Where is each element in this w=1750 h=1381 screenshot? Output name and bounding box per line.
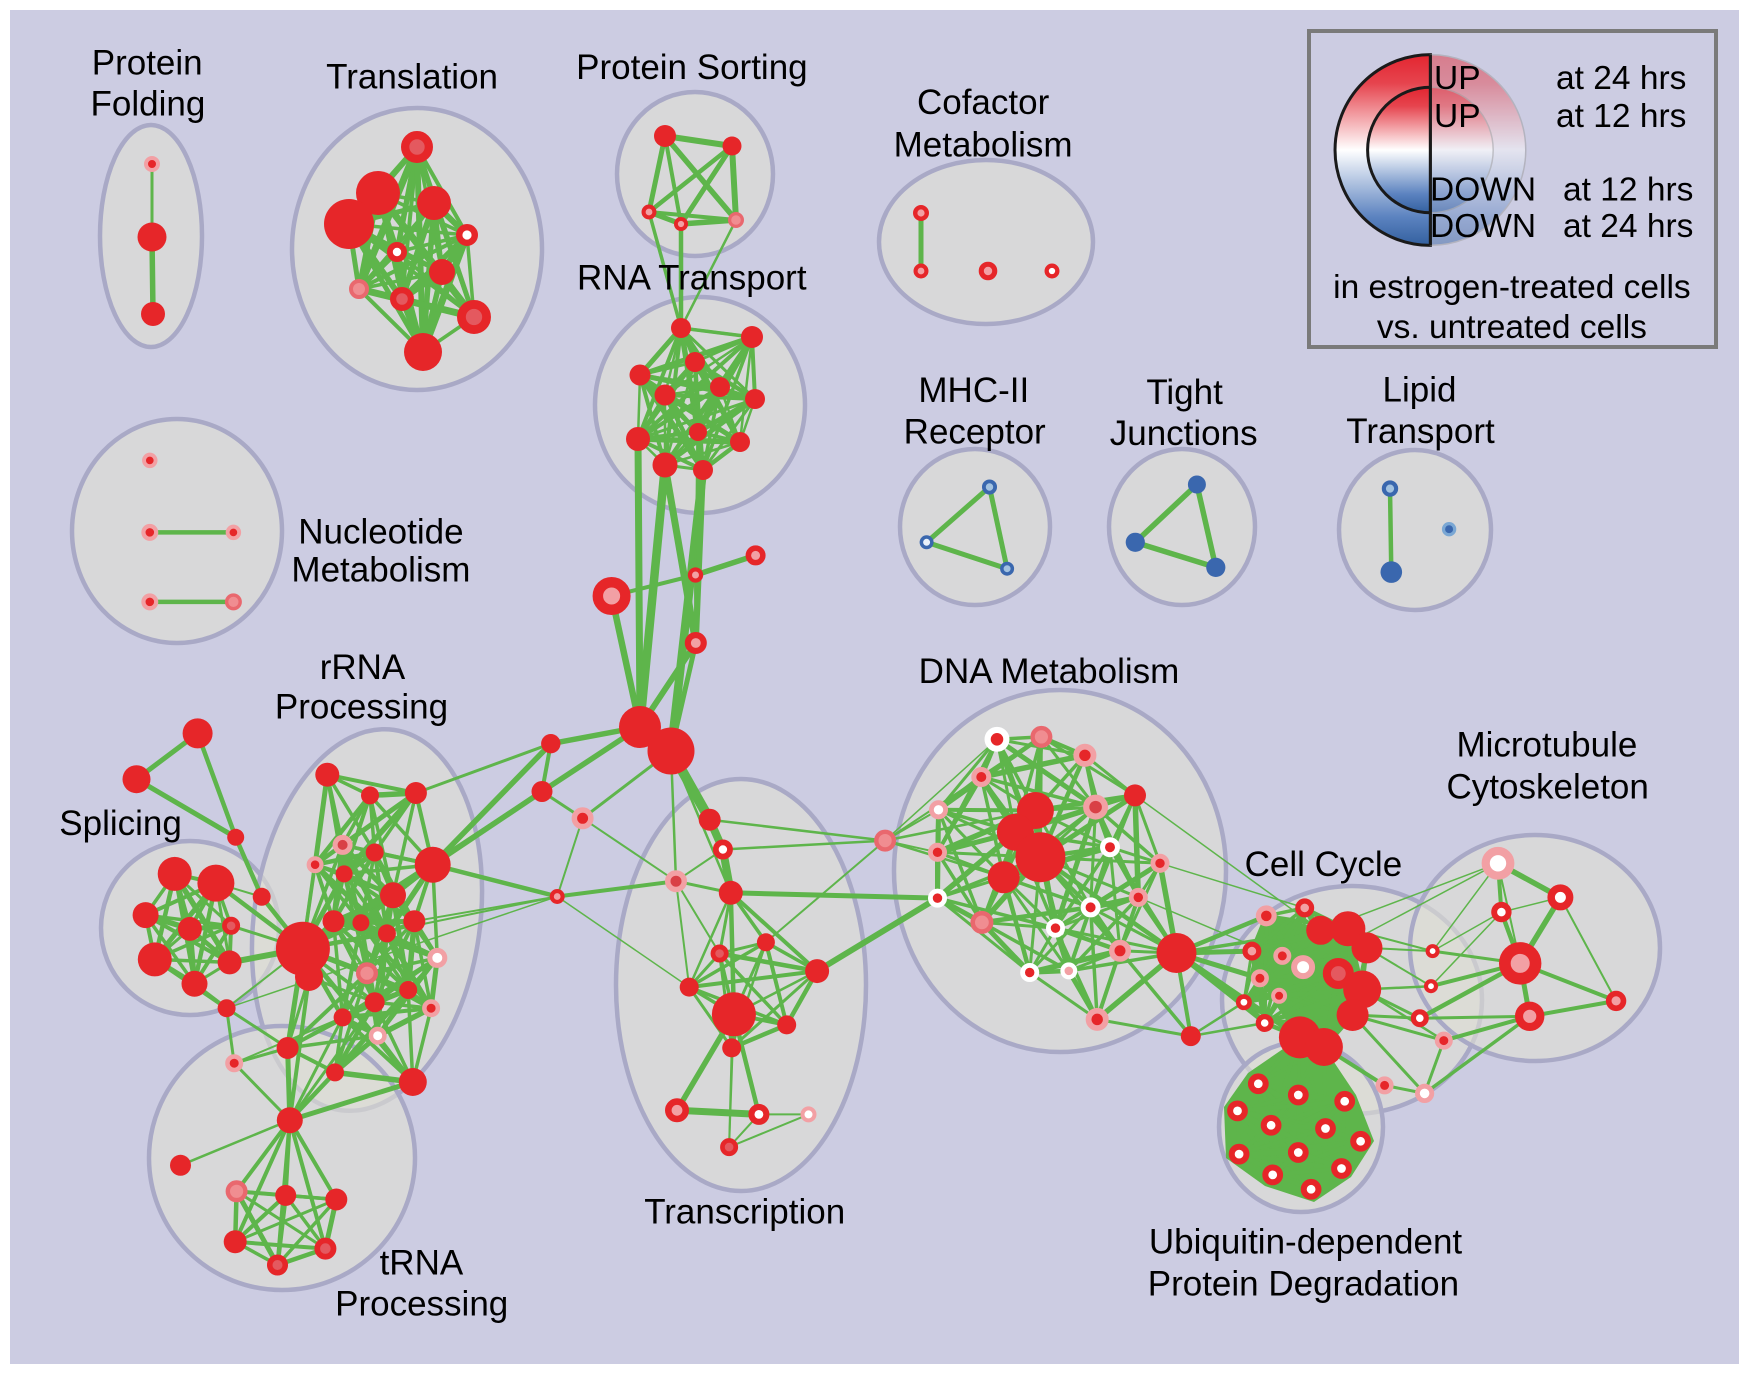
svg-text:at 24 hrs: at 24 hrs [1563,208,1693,245]
svg-text:rRNA: rRNA [320,648,406,687]
svg-text:Cell Cycle: Cell Cycle [1245,845,1403,884]
svg-text:vs. untreated cells: vs. untreated cells [1377,309,1647,346]
svg-text:Metabolism: Metabolism [894,126,1073,165]
svg-text:Lipid: Lipid [1383,370,1457,409]
svg-text:in estrogen-treated cells: in estrogen-treated cells [1333,269,1691,306]
svg-text:Protein Degradation: Protein Degradation [1148,1265,1459,1304]
svg-text:Protein Sorting: Protein Sorting [576,48,808,87]
svg-text:Transcription: Transcription [644,1192,845,1231]
svg-text:RNA Transport: RNA Transport [577,259,807,298]
svg-text:UP: UP [1434,60,1481,97]
svg-text:UP: UP [1434,98,1481,135]
svg-text:DNA Metabolism: DNA Metabolism [919,652,1180,691]
svg-text:Translation: Translation [326,58,498,97]
svg-text:tRNA: tRNA [380,1243,464,1282]
svg-text:Ubiquitin-dependent: Ubiquitin-dependent [1149,1222,1463,1261]
svg-text:Splicing: Splicing [59,804,182,843]
svg-text:at 12 hrs: at 12 hrs [1556,98,1686,135]
svg-text:DOWN: DOWN [1430,208,1536,245]
svg-text:Tight: Tight [1146,373,1223,412]
svg-text:Processing: Processing [335,1285,508,1324]
svg-text:Receptor: Receptor [904,413,1046,452]
svg-text:Folding: Folding [91,85,206,124]
svg-text:at 12 hrs: at 12 hrs [1563,172,1693,209]
svg-text:Junctions: Junctions [1110,414,1258,453]
svg-text:at 24 hrs: at 24 hrs [1556,60,1686,97]
svg-text:Processing: Processing [275,688,448,727]
svg-text:Transport: Transport [1346,412,1495,451]
svg-text:Cytoskeleton: Cytoskeleton [1447,767,1649,806]
svg-text:MHC-II: MHC-II [918,371,1029,410]
svg-text:Metabolism: Metabolism [291,551,470,590]
svg-text:Cofactor: Cofactor [917,83,1050,122]
svg-text:DOWN: DOWN [1430,172,1536,209]
svg-text:Nucleotide: Nucleotide [298,512,463,551]
svg-text:Microtubule: Microtubule [1456,726,1637,765]
svg-text:Protein: Protein [92,43,203,82]
